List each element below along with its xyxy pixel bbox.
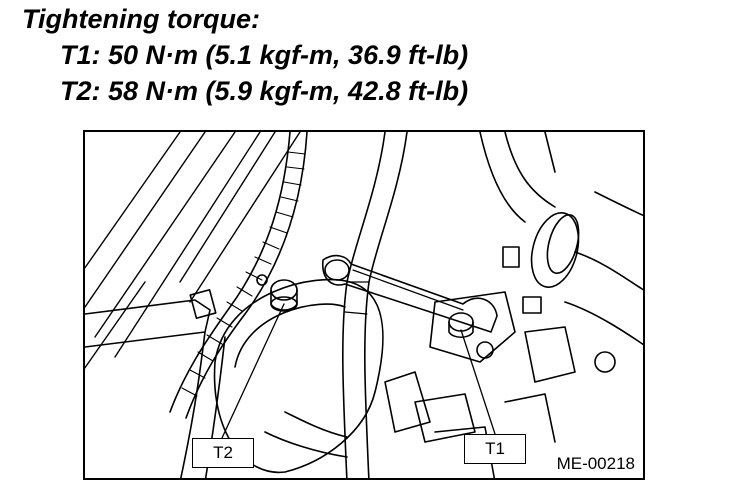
- frame-lines: [85, 132, 301, 369]
- torque-spec-t1: T1: 50 N·m (5.1 kgf-m, 36.9 ft-lb): [60, 40, 469, 70]
- lower-components: [264, 371, 556, 478]
- engine-illustration: T2 T1 ME-00218: [83, 130, 645, 480]
- harness-tube: [169, 132, 308, 419]
- right-components: [479, 132, 643, 383]
- pitching-stopper: [322, 254, 498, 333]
- leader-lines: [221, 303, 496, 439]
- center-pipe: [342, 132, 408, 478]
- engine-line-drawing: [85, 132, 643, 478]
- callout-t1: T1: [464, 434, 526, 464]
- callout-t2: T2: [192, 438, 254, 468]
- figure-code: ME-00218: [554, 454, 637, 474]
- torque-spec-t2: T2: 58 N·m (5.9 kgf-m, 42.8 ft-lb): [60, 76, 469, 106]
- torque-heading: Tightening torque:: [22, 4, 260, 34]
